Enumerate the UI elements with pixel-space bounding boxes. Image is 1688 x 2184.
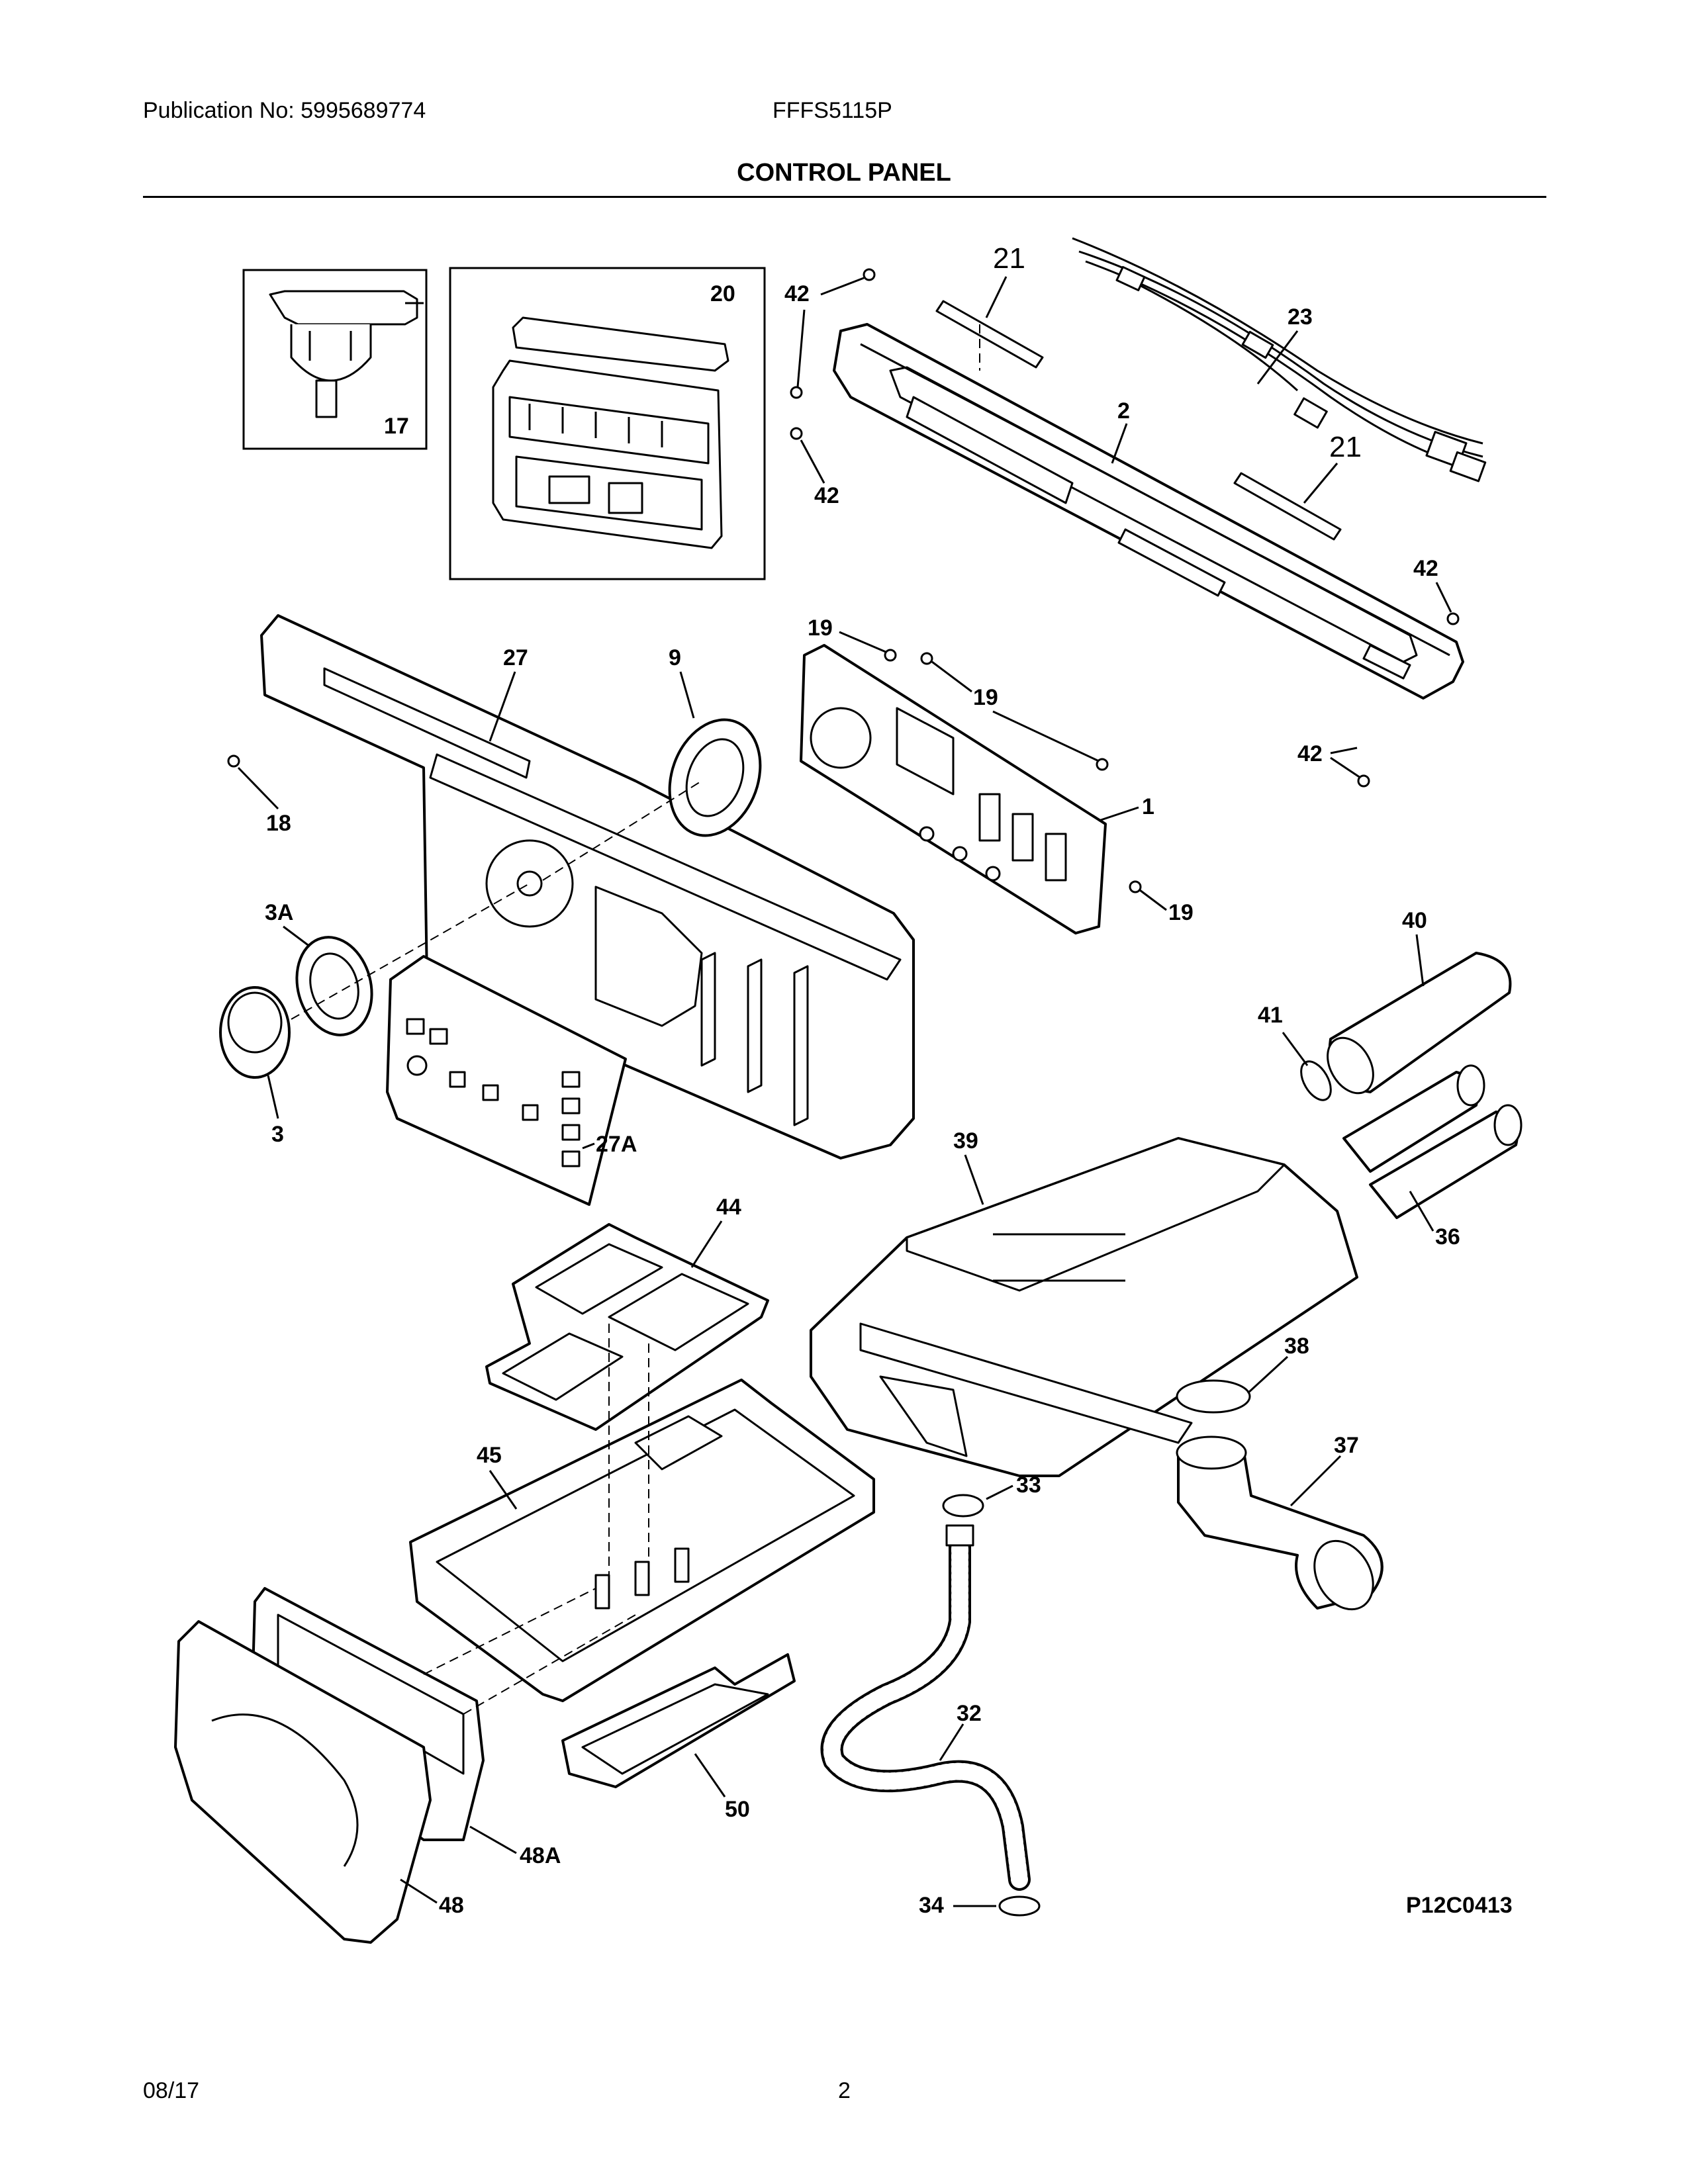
- callout-21-upper: 21: [993, 242, 1025, 275]
- callout-34: 34: [919, 1893, 944, 1918]
- model-number: FFFS5115P: [773, 98, 892, 123]
- callout-45: 45: [477, 1443, 502, 1468]
- callout-2: 2: [1117, 398, 1130, 424]
- part-45-dispenser-body: [409, 1379, 875, 1702]
- screw-42-group: [790, 268, 1460, 788]
- part-50-tray: [561, 1653, 796, 1788]
- part-40-filter: [1327, 952, 1512, 1095]
- callout-37: 37: [1334, 1433, 1359, 1458]
- part-34-hose-clamp: [998, 1895, 1041, 1917]
- callout-41: 41: [1258, 1003, 1283, 1028]
- part-1-ui-board: [800, 644, 1107, 934]
- part-21-strip-lower: [1233, 472, 1342, 541]
- callout-40: 40: [1402, 908, 1427, 933]
- screw-18: [227, 754, 240, 768]
- part-38-seal-ring: [1176, 1379, 1251, 1414]
- callout-19-mid: 19: [973, 685, 998, 710]
- part-3-knob: [219, 986, 291, 1079]
- callout-17: 17: [384, 414, 409, 439]
- part-37-bellows-hose: [1176, 1435, 1383, 1611]
- part-33-hose-clamp: [942, 1494, 984, 1518]
- callout-9: 9: [669, 645, 681, 670]
- part-39-dispenser-housing: [810, 1137, 1358, 1477]
- callout-27A: 27A: [596, 1132, 637, 1157]
- part-9-knob-ring: [668, 718, 762, 837]
- callout-3: 3: [271, 1122, 284, 1147]
- callout-20: 20: [710, 281, 735, 306]
- part-2-console-frame: [833, 323, 1464, 700]
- part-48-drawer-front: [174, 1620, 432, 1944]
- callout-19-bottom: 19: [1168, 900, 1194, 925]
- page-title: CONTROL PANEL: [737, 159, 951, 187]
- part-32-drain-hose: [820, 1524, 1031, 1891]
- footer-date: 08/17: [143, 2078, 200, 2103]
- callout-1: 1: [1142, 794, 1154, 819]
- callout-18: 18: [266, 811, 291, 836]
- part-17-pressure-switch: [242, 269, 428, 450]
- callout-42-top: 42: [784, 281, 810, 306]
- callout-50: 50: [725, 1797, 750, 1822]
- diagram-code: P12C0413: [1406, 1893, 1513, 1918]
- part-23-wire-harness: [1072, 237, 1487, 482]
- callout-48A: 48A: [520, 1843, 561, 1868]
- footer-page-number: 2: [838, 2078, 851, 2103]
- part-21-strip-upper: [935, 300, 1044, 369]
- callout-19-top: 19: [808, 615, 833, 641]
- callout-44: 44: [716, 1195, 741, 1220]
- part-3A-knob-ring: [295, 936, 373, 1036]
- callout-33: 33: [1016, 1473, 1041, 1498]
- callout-48: 48: [439, 1893, 464, 1918]
- callout-23: 23: [1288, 304, 1313, 330]
- part-27A-overlay: [386, 955, 627, 1206]
- callout-42-right: 42: [1413, 556, 1438, 581]
- callout-42-bottom: 42: [1297, 741, 1323, 766]
- callout-36: 36: [1435, 1224, 1460, 1250]
- callout-42-left: 42: [814, 483, 839, 508]
- part-20-control-board: [449, 267, 766, 580]
- callout-21-lower: 21: [1329, 431, 1362, 463]
- callout-3A: 3A: [265, 900, 293, 925]
- publication-number: Publication No: 5995689774: [143, 98, 426, 123]
- callout-27: 27: [503, 645, 528, 670]
- part-44-tray-insert: [485, 1223, 769, 1431]
- part-36-inlet-valve: [1342, 1064, 1523, 1219]
- callout-32: 32: [957, 1701, 982, 1726]
- title-rule: [143, 196, 1546, 198]
- callout-39: 39: [953, 1128, 978, 1154]
- part-27-control-panel: [260, 614, 915, 1160]
- callout-38: 38: [1284, 1334, 1309, 1359]
- screw-19-group: [884, 649, 1142, 893]
